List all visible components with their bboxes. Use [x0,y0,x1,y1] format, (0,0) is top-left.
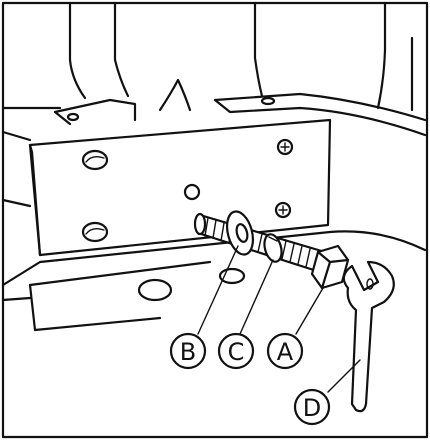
left-top-rail [55,100,135,124]
callout-a-label: A [277,338,294,366]
callout-a: A [268,334,302,368]
callout-d: D [295,390,329,424]
hex-nut-a [312,246,348,288]
callout-c: C [219,334,253,368]
callout-b-label: B [180,338,196,366]
mounting-plate [30,120,330,255]
callout-c-label: C [228,338,245,366]
callout-d-label: D [303,394,321,422]
callout-b: B [171,334,205,368]
wrench-d [344,262,394,411]
